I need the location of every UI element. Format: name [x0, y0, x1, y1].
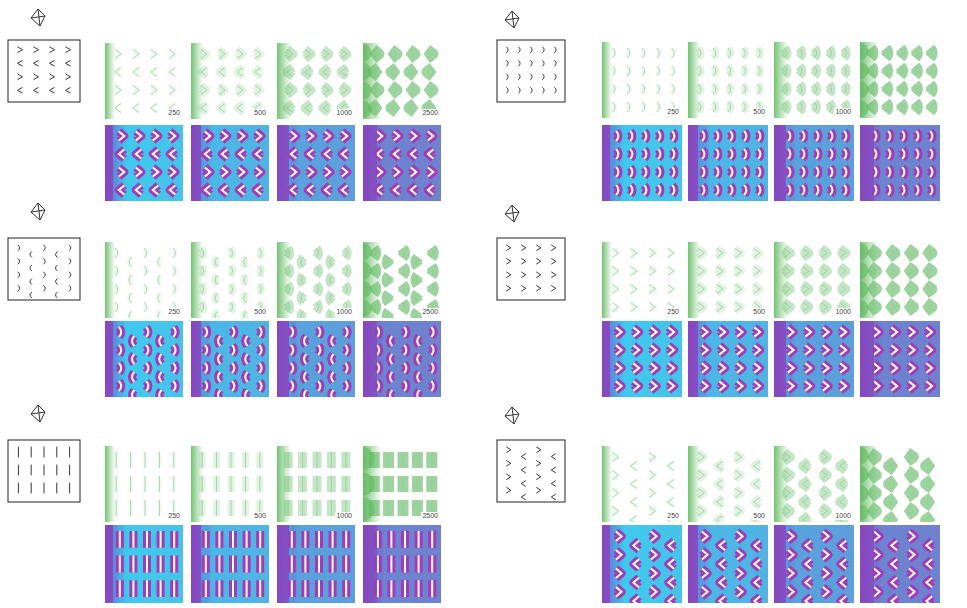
step-number: 500: [752, 512, 766, 520]
density-map: [191, 321, 269, 400]
density-map: [774, 525, 854, 606]
step-number: 1000: [335, 308, 353, 316]
density-map: [105, 125, 183, 201]
stress-snapshot: [851, 446, 940, 525]
stress-snapshot: [105, 242, 183, 321]
shape-icon: [31, 203, 45, 220]
pattern-box: [8, 440, 80, 502]
pattern-box: [497, 40, 565, 102]
pattern-box: [497, 440, 565, 502]
density-map: [191, 125, 269, 201]
stress-snapshot: [602, 42, 682, 118]
density-map: [105, 321, 183, 400]
stress-snapshot: [277, 43, 355, 119]
pattern-glyphs: [506, 245, 556, 291]
stress-snapshot: [851, 242, 940, 318]
density-map: [688, 125, 768, 201]
density-map: [277, 321, 355, 400]
density-map: [688, 321, 768, 397]
stress-snapshot: [354, 242, 441, 321]
stress-snapshot: [191, 242, 269, 321]
step-number: 2500: [421, 109, 439, 117]
density-map: [860, 125, 940, 201]
pattern-box: [8, 238, 80, 300]
density-map: [363, 525, 441, 603]
shape-icon: [505, 11, 519, 28]
step-number: 1000: [834, 308, 852, 316]
stress-snapshot: [277, 446, 355, 522]
step-number: 250: [167, 308, 181, 316]
step-number: 250: [666, 512, 680, 520]
step-number: 500: [253, 109, 267, 117]
step-number: 2500: [421, 308, 439, 316]
pattern-glyphs: [18, 245, 71, 298]
density-map: [191, 525, 269, 603]
step-number: 250: [167, 109, 181, 117]
density-map: [105, 525, 183, 603]
stress-snapshot: [105, 43, 183, 119]
step-number: 1000: [834, 108, 852, 116]
stress-snapshot: [688, 446, 768, 525]
density-map: [774, 321, 854, 397]
pattern-glyphs: [506, 447, 556, 500]
pattern-box: [497, 238, 565, 300]
step-number: 250: [666, 308, 680, 316]
stress-snapshot: [105, 446, 183, 522]
stress-snapshot: [688, 242, 768, 318]
stress-snapshot: [774, 446, 854, 525]
density-map: [363, 321, 441, 400]
stress-snapshot: [191, 446, 269, 522]
density-map: [277, 125, 355, 201]
density-map: [602, 525, 682, 606]
density-map: [363, 125, 441, 201]
density-map: [860, 321, 940, 397]
step-number: 500: [253, 308, 267, 316]
stress-snapshot: [191, 43, 269, 119]
shape-icon: [505, 205, 519, 222]
density-map: [602, 321, 682, 397]
step-number: 1000: [335, 109, 353, 117]
step-number: 1000: [335, 512, 353, 520]
stress-snapshot: [602, 446, 682, 525]
density-map: [774, 125, 854, 201]
pattern-box: [8, 40, 80, 102]
density-map: [860, 525, 940, 606]
shape-icon: [31, 405, 45, 422]
density-map: [277, 525, 355, 603]
density-map: [688, 525, 768, 606]
step-number: 250: [666, 108, 680, 116]
pattern-glyphs: [18, 447, 69, 494]
stress-snapshot: [774, 42, 854, 118]
step-number: 2500: [421, 512, 439, 520]
pattern-glyphs: [18, 47, 71, 93]
stress-snapshot: [774, 242, 854, 318]
pattern-glyphs: [506, 47, 556, 94]
step-number: 500: [752, 308, 766, 316]
shape-icon: [505, 407, 519, 424]
step-number: 500: [752, 108, 766, 116]
stress-snapshot: [354, 43, 441, 119]
step-number: 250: [167, 512, 181, 520]
stress-snapshot: [352, 446, 442, 522]
density-map: [602, 125, 682, 201]
stress-snapshot: [688, 42, 768, 118]
stress-snapshot: [851, 42, 940, 118]
shape-icon: [31, 9, 45, 26]
step-number: 1000: [834, 512, 852, 520]
stress-snapshot: [277, 242, 355, 321]
step-number: 500: [253, 512, 267, 520]
stress-snapshot: [602, 242, 682, 318]
